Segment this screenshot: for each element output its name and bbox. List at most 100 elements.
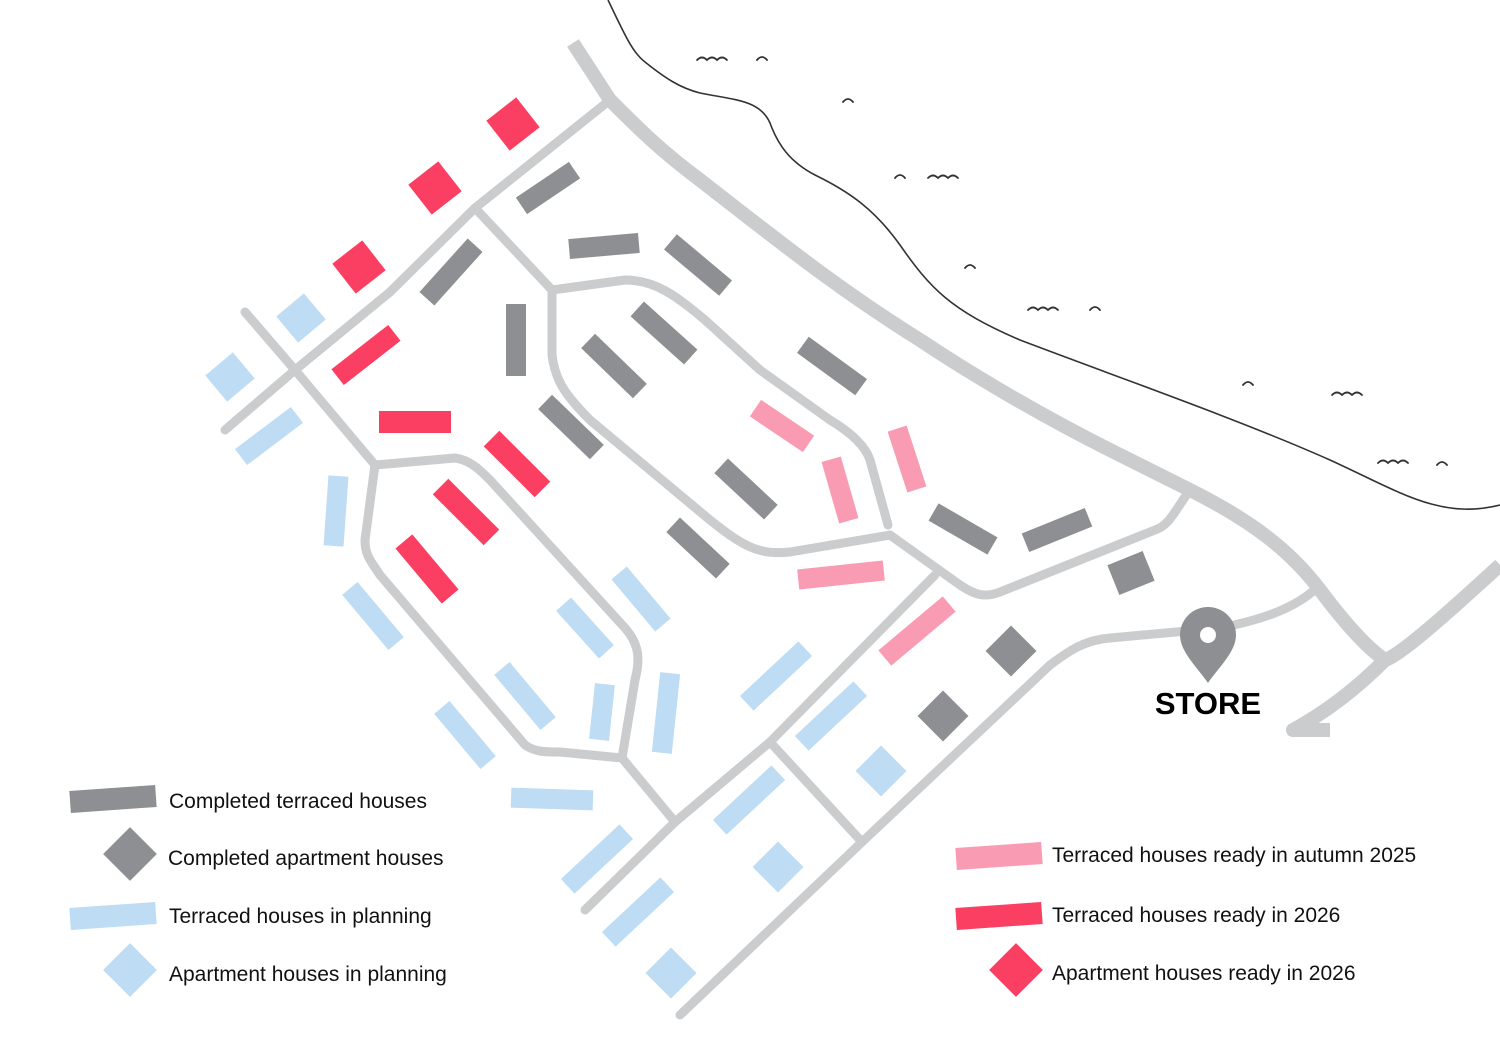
road	[547, 275, 893, 530]
legend-item-completed-terraced: Completed terraced houses	[69, 785, 427, 813]
legend-swatch-completed-terraced	[69, 785, 157, 813]
legend-swatch-2026-terraced	[955, 902, 1043, 930]
road	[220, 95, 615, 435]
road	[370, 453, 643, 763]
road	[675, 587, 1317, 1020]
road-network	[220, 39, 1500, 1020]
buildings	[205, 97, 1155, 999]
map-pin-icon[interactable]	[1180, 607, 1236, 683]
legend-item-2026-terraced: Terraced houses ready in 2026	[955, 902, 1340, 930]
completed-terraced-house	[1021, 507, 1093, 553]
planning-terraced-house	[510, 787, 594, 811]
autumn-2025-terraced-houses	[749, 399, 956, 666]
planning-terraced-house	[611, 566, 671, 632]
completed-terraced-house	[928, 503, 998, 555]
legend-swatch-autumn-2025-terraced	[955, 842, 1043, 870]
wave-icon	[1436, 461, 1448, 466]
legend-item-completed-apartment: Completed apartment houses	[103, 827, 444, 881]
legend-label-planning-terraced: Terraced houses in planning	[169, 905, 432, 928]
legend-label-planning-apartment: Apartment houses in planning	[169, 963, 447, 986]
legend-item-2026-apartment: Apartment houses ready in 2026	[989, 943, 1356, 997]
planning-terraced-house	[494, 661, 556, 731]
wave-icon	[1027, 306, 1059, 312]
completed-terraced-house	[515, 161, 581, 215]
wave-icon	[1377, 459, 1409, 465]
planning-terraced-house	[589, 683, 615, 741]
completed-apartment-house	[1107, 551, 1155, 595]
wave-icon	[756, 56, 768, 61]
completed-terraced-house	[568, 232, 640, 260]
planning-terraced-house	[434, 700, 496, 770]
road	[885, 485, 1195, 600]
highway	[1286, 559, 1500, 737]
planning-terraced-house	[651, 672, 681, 754]
road	[580, 570, 940, 915]
autumn-2025-terraced-house	[749, 399, 815, 453]
planning-terraced-house	[560, 824, 634, 894]
2026-terraced-house	[379, 411, 451, 433]
autumn-2025-terraced-house	[821, 456, 859, 524]
2026-terraced-house	[483, 430, 551, 498]
store-label: STORE	[1155, 686, 1261, 721]
wave-icon	[894, 174, 906, 179]
completed-terraced-houses	[419, 161, 1093, 579]
sea-waves	[696, 56, 1448, 466]
road	[765, 737, 867, 847]
planning-terraced-houses	[235, 406, 868, 947]
planning-terraced-house	[794, 681, 868, 751]
planning-apartment-house	[205, 352, 255, 402]
2026-apartment-house	[486, 97, 540, 151]
completed-terraced-house	[419, 238, 483, 306]
legend-swatch-2026-apartment	[989, 943, 1043, 997]
legend-label-completed-terraced: Completed terraced houses	[169, 790, 427, 813]
2026-apartment-house	[408, 161, 462, 215]
planning-apartment-house	[752, 841, 804, 893]
2026-terraced-house	[395, 534, 459, 604]
main-road	[567, 39, 1390, 666]
planning-terraced-house	[712, 765, 786, 835]
completed-terraced-house	[714, 458, 778, 520]
planning-terraced-house	[739, 641, 813, 711]
shoreline	[607, 0, 1500, 510]
legend-label-2026-apartment: Apartment houses ready in 2026	[1052, 962, 1356, 985]
completed-apartment-house	[917, 690, 969, 742]
wave-icon	[1089, 306, 1101, 311]
2026-apartment-houses	[332, 97, 540, 294]
2026-terraced-house	[432, 478, 500, 546]
autumn-2025-terraced-house	[887, 425, 927, 493]
2026-terraced-house	[331, 324, 401, 386]
road	[240, 307, 380, 470]
autumn-2025-terraced-house	[878, 596, 956, 666]
legend-swatch-completed-apartment	[103, 827, 157, 881]
wave-icon	[842, 98, 854, 103]
wave-icon	[927, 174, 959, 180]
2026-terraced-houses	[331, 324, 551, 604]
planning-terraced-house	[556, 597, 614, 659]
completed-terraced-house	[506, 304, 526, 376]
planning-apartment-house	[645, 947, 697, 999]
completed-terraced-house	[666, 517, 730, 579]
wave-icon	[1242, 381, 1254, 386]
legend-item-planning-terraced: Terraced houses in planning	[69, 902, 432, 930]
store-marker[interactable]: STORE	[1155, 607, 1261, 721]
legend-label-2026-terraced: Terraced houses ready in 2026	[1052, 904, 1340, 927]
completed-apartment-houses	[917, 551, 1155, 742]
completed-terraced-house	[538, 394, 604, 460]
2026-apartment-house	[332, 240, 386, 294]
completed-terraced-house	[630, 301, 698, 365]
legend-item-autumn-2025-terraced: Terraced houses ready in autumn 2025	[955, 842, 1416, 870]
wave-icon	[696, 56, 728, 62]
completed-terraced-house	[796, 336, 868, 396]
wave-icon	[1331, 391, 1363, 397]
planning-terraced-house	[235, 406, 303, 466]
legend-label-completed-apartment: Completed apartment houses	[168, 847, 444, 870]
planning-terraced-house	[342, 581, 404, 651]
completed-terraced-house	[663, 234, 733, 296]
planning-apartment-house	[276, 293, 326, 343]
legend-item-planning-apartment: Apartment houses in planning	[103, 943, 447, 997]
wave-icon	[964, 264, 976, 269]
road	[360, 460, 680, 827]
planning-apartment-house	[855, 745, 907, 797]
coastline	[607, 0, 1500, 510]
